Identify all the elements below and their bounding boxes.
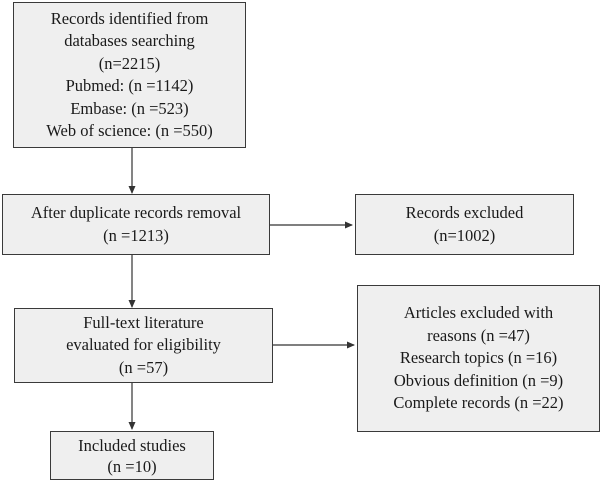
duplicate-removal-box: After duplicate records removal (n =1213… bbox=[2, 194, 270, 255]
pubmed-count: Pubmed: (n =1142) bbox=[65, 76, 194, 95]
articles-excluded-box: Articles excluded with reasons (n =47) R… bbox=[357, 285, 600, 432]
duplicate-removal-label: After duplicate records removal bbox=[30, 203, 242, 222]
web-of-science-count: Web of science: (n =550) bbox=[46, 121, 213, 140]
fulltext-eligibility-line-2: evaluated for eligibility bbox=[66, 335, 221, 355]
embase-count: Embase: (n =523) bbox=[70, 98, 189, 118]
complete-records-count: Complete records (n =22) bbox=[393, 393, 564, 413]
research-topics-count: Research topics (n =16) bbox=[399, 348, 558, 368]
records-identified-line-2: databases searching bbox=[64, 31, 195, 50]
included-studies-label: Included studies bbox=[78, 435, 186, 455]
fulltext-eligibility-line-1: Full-text literature bbox=[83, 312, 204, 332]
articles-excluded-total: reasons (n =47) bbox=[427, 325, 530, 345]
records-excluded-count: (n=1002) bbox=[433, 225, 496, 245]
fulltext-eligibility-box: Full-text literature evaluated for eligi… bbox=[14, 308, 273, 383]
fulltext-eligibility-count: (n =57) bbox=[118, 357, 169, 377]
records-identified-line-1: Records identified from bbox=[50, 8, 209, 28]
included-studies-count: (n =10) bbox=[107, 456, 157, 476]
records-excluded-box: Records excluded (n=1002) bbox=[355, 194, 574, 255]
records-excluded-label: Records excluded bbox=[405, 203, 524, 222]
obvious-definition-count: Obvious definition (n =9) bbox=[393, 370, 564, 390]
included-studies-box: Included studies (n =10) bbox=[50, 431, 214, 480]
articles-excluded-line-1: Articles excluded with bbox=[403, 303, 554, 323]
records-identified-count: (n=2215) bbox=[98, 53, 161, 73]
duplicate-removal-count: (n =1213) bbox=[103, 225, 169, 245]
records-identified-box: Records identified from databases search… bbox=[13, 2, 246, 148]
